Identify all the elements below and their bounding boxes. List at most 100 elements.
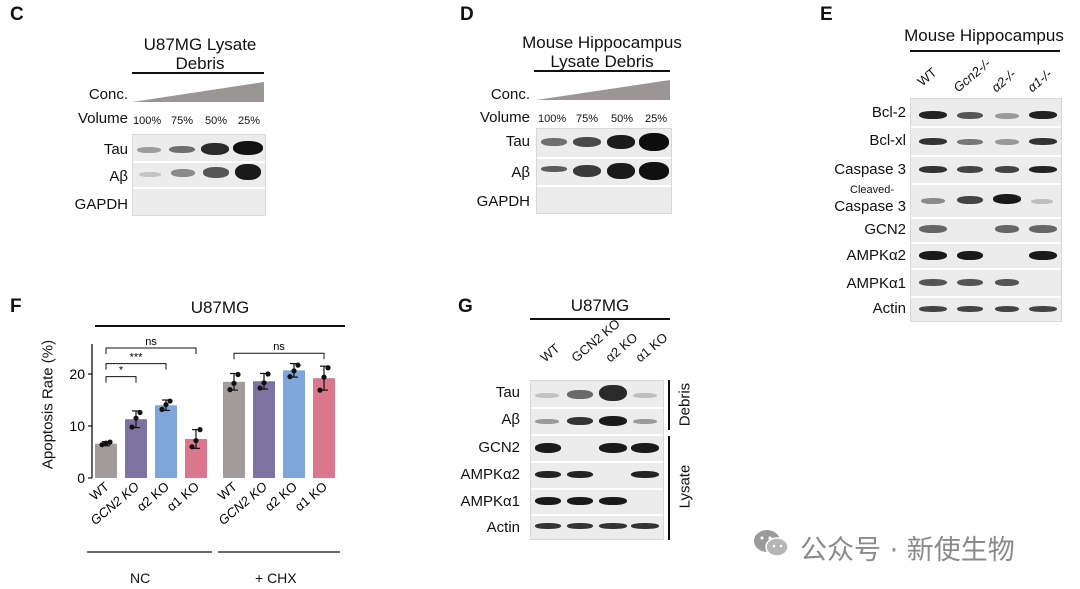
- panel-e-col-a2: α2-/-: [988, 66, 1019, 95]
- sig-bracket-gcn2-label: *: [119, 365, 124, 377]
- panel-e-blot: [910, 98, 1062, 322]
- data-point: [321, 374, 327, 380]
- data-point: [107, 439, 113, 445]
- data-point: [257, 385, 263, 391]
- panel-c-volume-1: 100%: [133, 115, 162, 127]
- panel-d-title-rule: [534, 70, 670, 72]
- data-point: [129, 424, 135, 430]
- bar: [155, 405, 177, 478]
- bar: [253, 381, 275, 478]
- panel-d-volume-label: Volume: [479, 109, 530, 126]
- panel-c-conc-wedge: [132, 82, 264, 102]
- panel-d-volume-2: 75%: [576, 113, 599, 125]
- data-point: [137, 409, 143, 416]
- panel-d-row-gapdh: GAPDH: [476, 193, 530, 210]
- x-tick-label: α1 KO: [292, 479, 330, 514]
- panel-g-row-ampka1: AMPKα1: [460, 493, 520, 510]
- data-point: [133, 415, 139, 421]
- panel-g-title-rule: [530, 318, 670, 320]
- data-point: [261, 380, 267, 386]
- panel-g-col-a1: α1 KO: [632, 329, 671, 365]
- panel-c-blot: [132, 134, 266, 216]
- panel-c-row-abeta: Aβ: [109, 168, 128, 185]
- data-point: [103, 440, 109, 446]
- sig-bracket-chx: [233, 352, 325, 360]
- panel-f-group-chx: + CHX: [255, 570, 297, 586]
- y-tick-label: 0: [77, 470, 85, 486]
- wechat-icon: [752, 528, 790, 565]
- sig-bracket-a2-label: ***: [130, 352, 144, 364]
- data-point: [317, 387, 323, 393]
- sig-bracket-a1-label: ns: [145, 336, 157, 348]
- y-tick-label: 10: [69, 418, 85, 434]
- data-point: [163, 402, 169, 408]
- panel-letter-g: G: [458, 296, 473, 317]
- panel-d-conc-label: Conc.: [490, 86, 530, 103]
- panel-g-row-gcn2: GCN2: [478, 439, 520, 456]
- panel-e-row-ampka2: AMPKα2: [846, 247, 906, 264]
- panel-g-row-tau: Tau: [495, 384, 520, 401]
- data-point: [159, 406, 165, 412]
- panel-e-row-caspase3: Caspase 3: [834, 161, 906, 178]
- panel-c-volume-3: 50%: [205, 115, 228, 127]
- panel-g-lysate-bracket: [668, 436, 670, 540]
- panel-c-title-rule: [132, 72, 264, 74]
- panel-e-col-wt: WT: [914, 64, 940, 89]
- panel-c-conc-label: Conc.: [88, 86, 128, 103]
- panel-d-volume-4: 25%: [645, 113, 668, 125]
- data-point: [287, 374, 293, 380]
- panel-e-row-bcl2: Bcl-2: [871, 104, 906, 121]
- panel-d-row-abeta: Aβ: [511, 164, 530, 181]
- panel-d-row-tau: Tau: [505, 133, 530, 150]
- data-point: [167, 398, 173, 404]
- panel-e-row-gcn2: GCN2: [864, 221, 906, 238]
- bar: [223, 381, 245, 478]
- panel-e-row-cleaved: Cleaved-: [850, 184, 895, 196]
- panel-c-row-gapdh: GAPDH: [74, 196, 128, 213]
- panel-e-row-bclxl: Bcl-xl: [869, 132, 906, 149]
- x-tick-label: α1 KO: [164, 479, 202, 514]
- panel-letter-f: F: [10, 296, 22, 317]
- panel-d-conc-wedge: [536, 80, 670, 100]
- x-tick-label: α2 KO: [134, 479, 172, 514]
- data-point: [189, 444, 195, 450]
- data-point: [291, 368, 297, 374]
- sig-bracket-chx-label: ns: [273, 341, 285, 353]
- panel-g-col-wt: WT: [537, 340, 563, 365]
- data-point: [197, 427, 203, 433]
- panel-f-group-nc: NC: [130, 570, 151, 586]
- data-point: [99, 442, 105, 448]
- data-point: [235, 371, 241, 378]
- data-point: [193, 437, 199, 444]
- bar: [125, 419, 147, 478]
- panel-d-volume-1: 100%: [538, 113, 567, 125]
- panel-letter-c: C: [10, 4, 24, 25]
- data-point: [295, 362, 301, 368]
- panel-d-title: Mouse Hippocampus Lysate Debris: [522, 33, 682, 71]
- panel-g-row-abeta: Aβ: [501, 411, 520, 428]
- panel-g-lysate-label: Lysate: [676, 464, 694, 509]
- panel-e-row-actin: Actin: [872, 300, 906, 317]
- panel-g-debris-label: Debris: [676, 382, 694, 427]
- panel-letter-e: E: [820, 4, 833, 25]
- x-tick-label: α2 KO: [262, 479, 300, 514]
- panel-g-row-ampka2: AMPKα2: [460, 466, 520, 483]
- sig-bracket-a1: [105, 347, 197, 354]
- bar: [283, 370, 305, 478]
- panel-f-title: U87MG: [190, 298, 250, 317]
- panel-g-blot: [530, 380, 664, 540]
- panel-e-title-rule: [910, 50, 1060, 52]
- panel-e-col-a1: α1-/-: [1024, 66, 1055, 95]
- panel-e-col-gcn2: Gcn2-/-: [950, 55, 994, 95]
- panel-f-title-rule: [95, 325, 345, 327]
- data-point: [325, 365, 331, 371]
- watermark-text: 公众号 · 新使生物: [800, 535, 1015, 566]
- panel-e-title: Mouse Hippocampus: [904, 26, 1064, 45]
- sig-bracket-a2: [105, 363, 167, 370]
- panel-c-volume-2: 75%: [171, 115, 194, 127]
- panel-d-volume-3: 50%: [611, 113, 634, 125]
- sig-bracket-gcn2: [105, 376, 137, 383]
- panel-e-row-cleaved-caspase3: Caspase 3: [834, 198, 906, 215]
- bar: [313, 378, 335, 478]
